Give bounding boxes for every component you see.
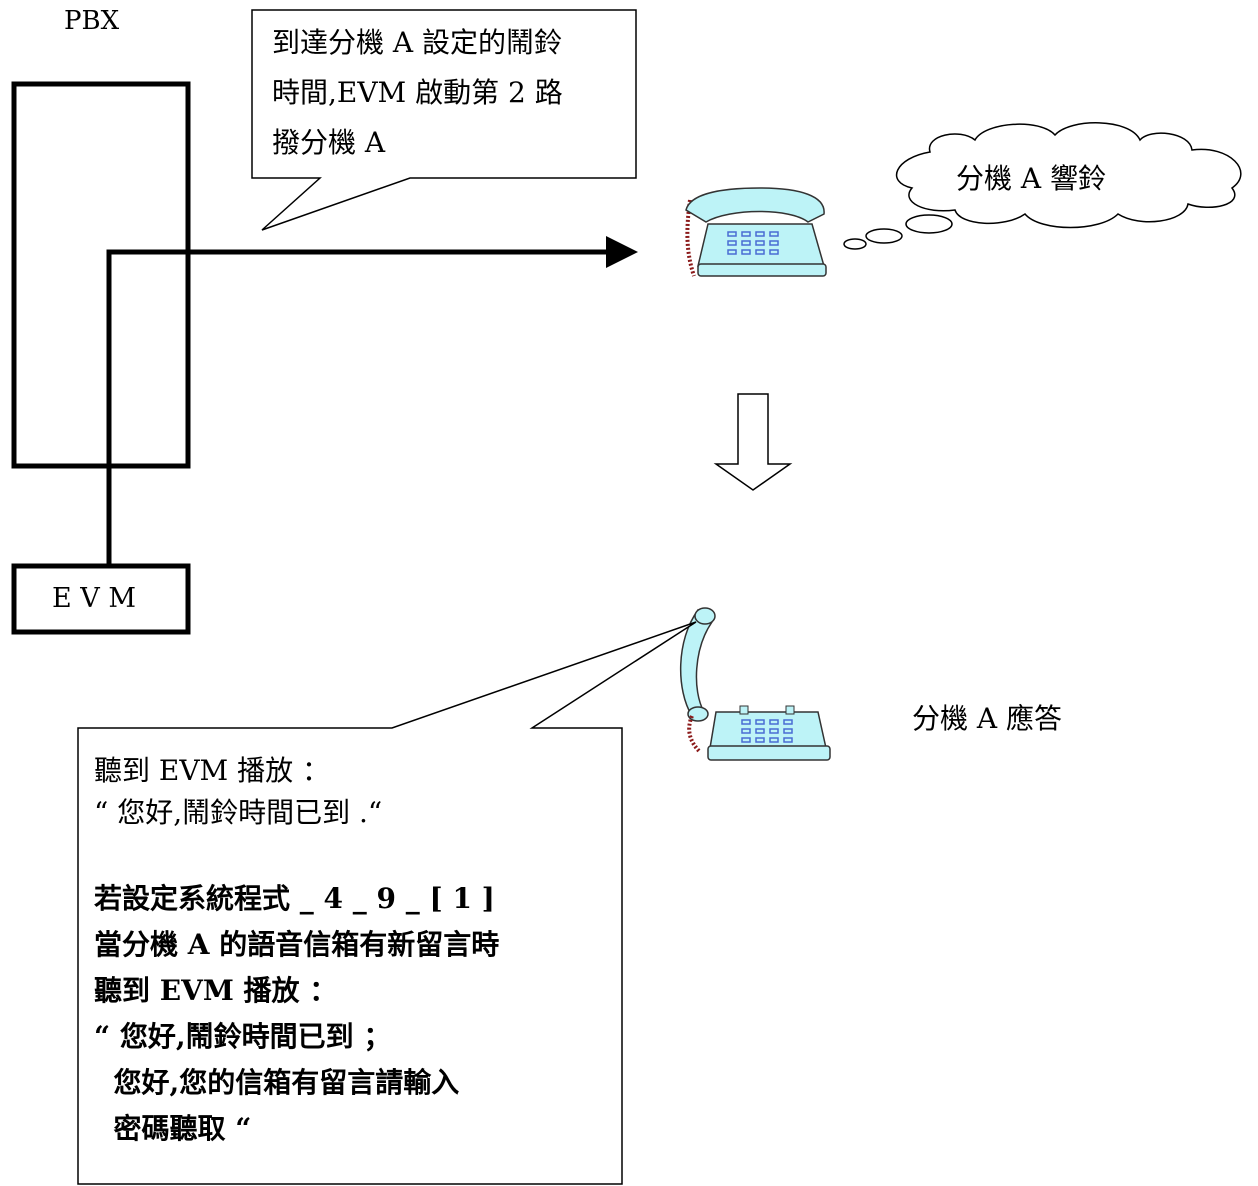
callout-bottom-shape — [77, 621, 697, 1185]
callout-top-line: 時間,EVM 啟動第 2 路 — [272, 76, 563, 109]
callout-top-text: 到達分機 A 設定的鬧鈴 時間,EVM 啟動第 2 路 撥分機 A — [272, 24, 563, 162]
callout-top-shape — [251, 9, 637, 231]
answer-label: 分機 A 應答 — [912, 702, 1063, 735]
answered-phone-icon — [679, 607, 831, 761]
thought-cloud — [843, 122, 1242, 250]
callout-top-line: 到達分機 A 設定的鬧鈴 — [272, 26, 563, 59]
call-arrowhead — [606, 236, 638, 268]
callout-top-line: 撥分機 A — [272, 126, 386, 159]
callout-bottom-line: “ 您好,鬧鈴時間已到 .“ — [94, 796, 383, 829]
evm-box — [11, 563, 191, 635]
callout-bottom-bold-line: 您好,您的信箱有留言請輸入 — [94, 1066, 460, 1099]
ringing-phone-icon — [685, 187, 827, 277]
callout-bottom-bold-line: 密碼聽取 “ — [94, 1112, 252, 1145]
evm-label: E V M — [52, 583, 137, 614]
callout-bottom-bold-line: 當分機 A 的語音信箱有新留言時 — [94, 928, 500, 961]
callout-bottom-bold-line: 若設定系統程式 _ 4 _ 9 _ [ 1 ] — [94, 882, 495, 915]
callout-bottom-bold-line: 聽到 EVM 播放 ： — [94, 974, 338, 1007]
thought-label: 分機 A 響鈴 — [956, 162, 1107, 195]
callout-bottom-line: 聽到 EVM 播放 ： — [94, 754, 331, 787]
callout-bottom-bold-line: “ 您好,鬧鈴時間已到 ； — [94, 1020, 392, 1053]
down-arrow-icon — [713, 393, 793, 491]
call-path-line — [106, 249, 610, 566]
callout-bottom-text: 聽到 EVM 播放 ： “ 您好,鬧鈴時間已到 .“ 若設定系統程式 _ 4 _… — [94, 752, 499, 1148]
pbx-box — [11, 81, 191, 469]
pbx-label: PBX — [64, 6, 120, 36]
